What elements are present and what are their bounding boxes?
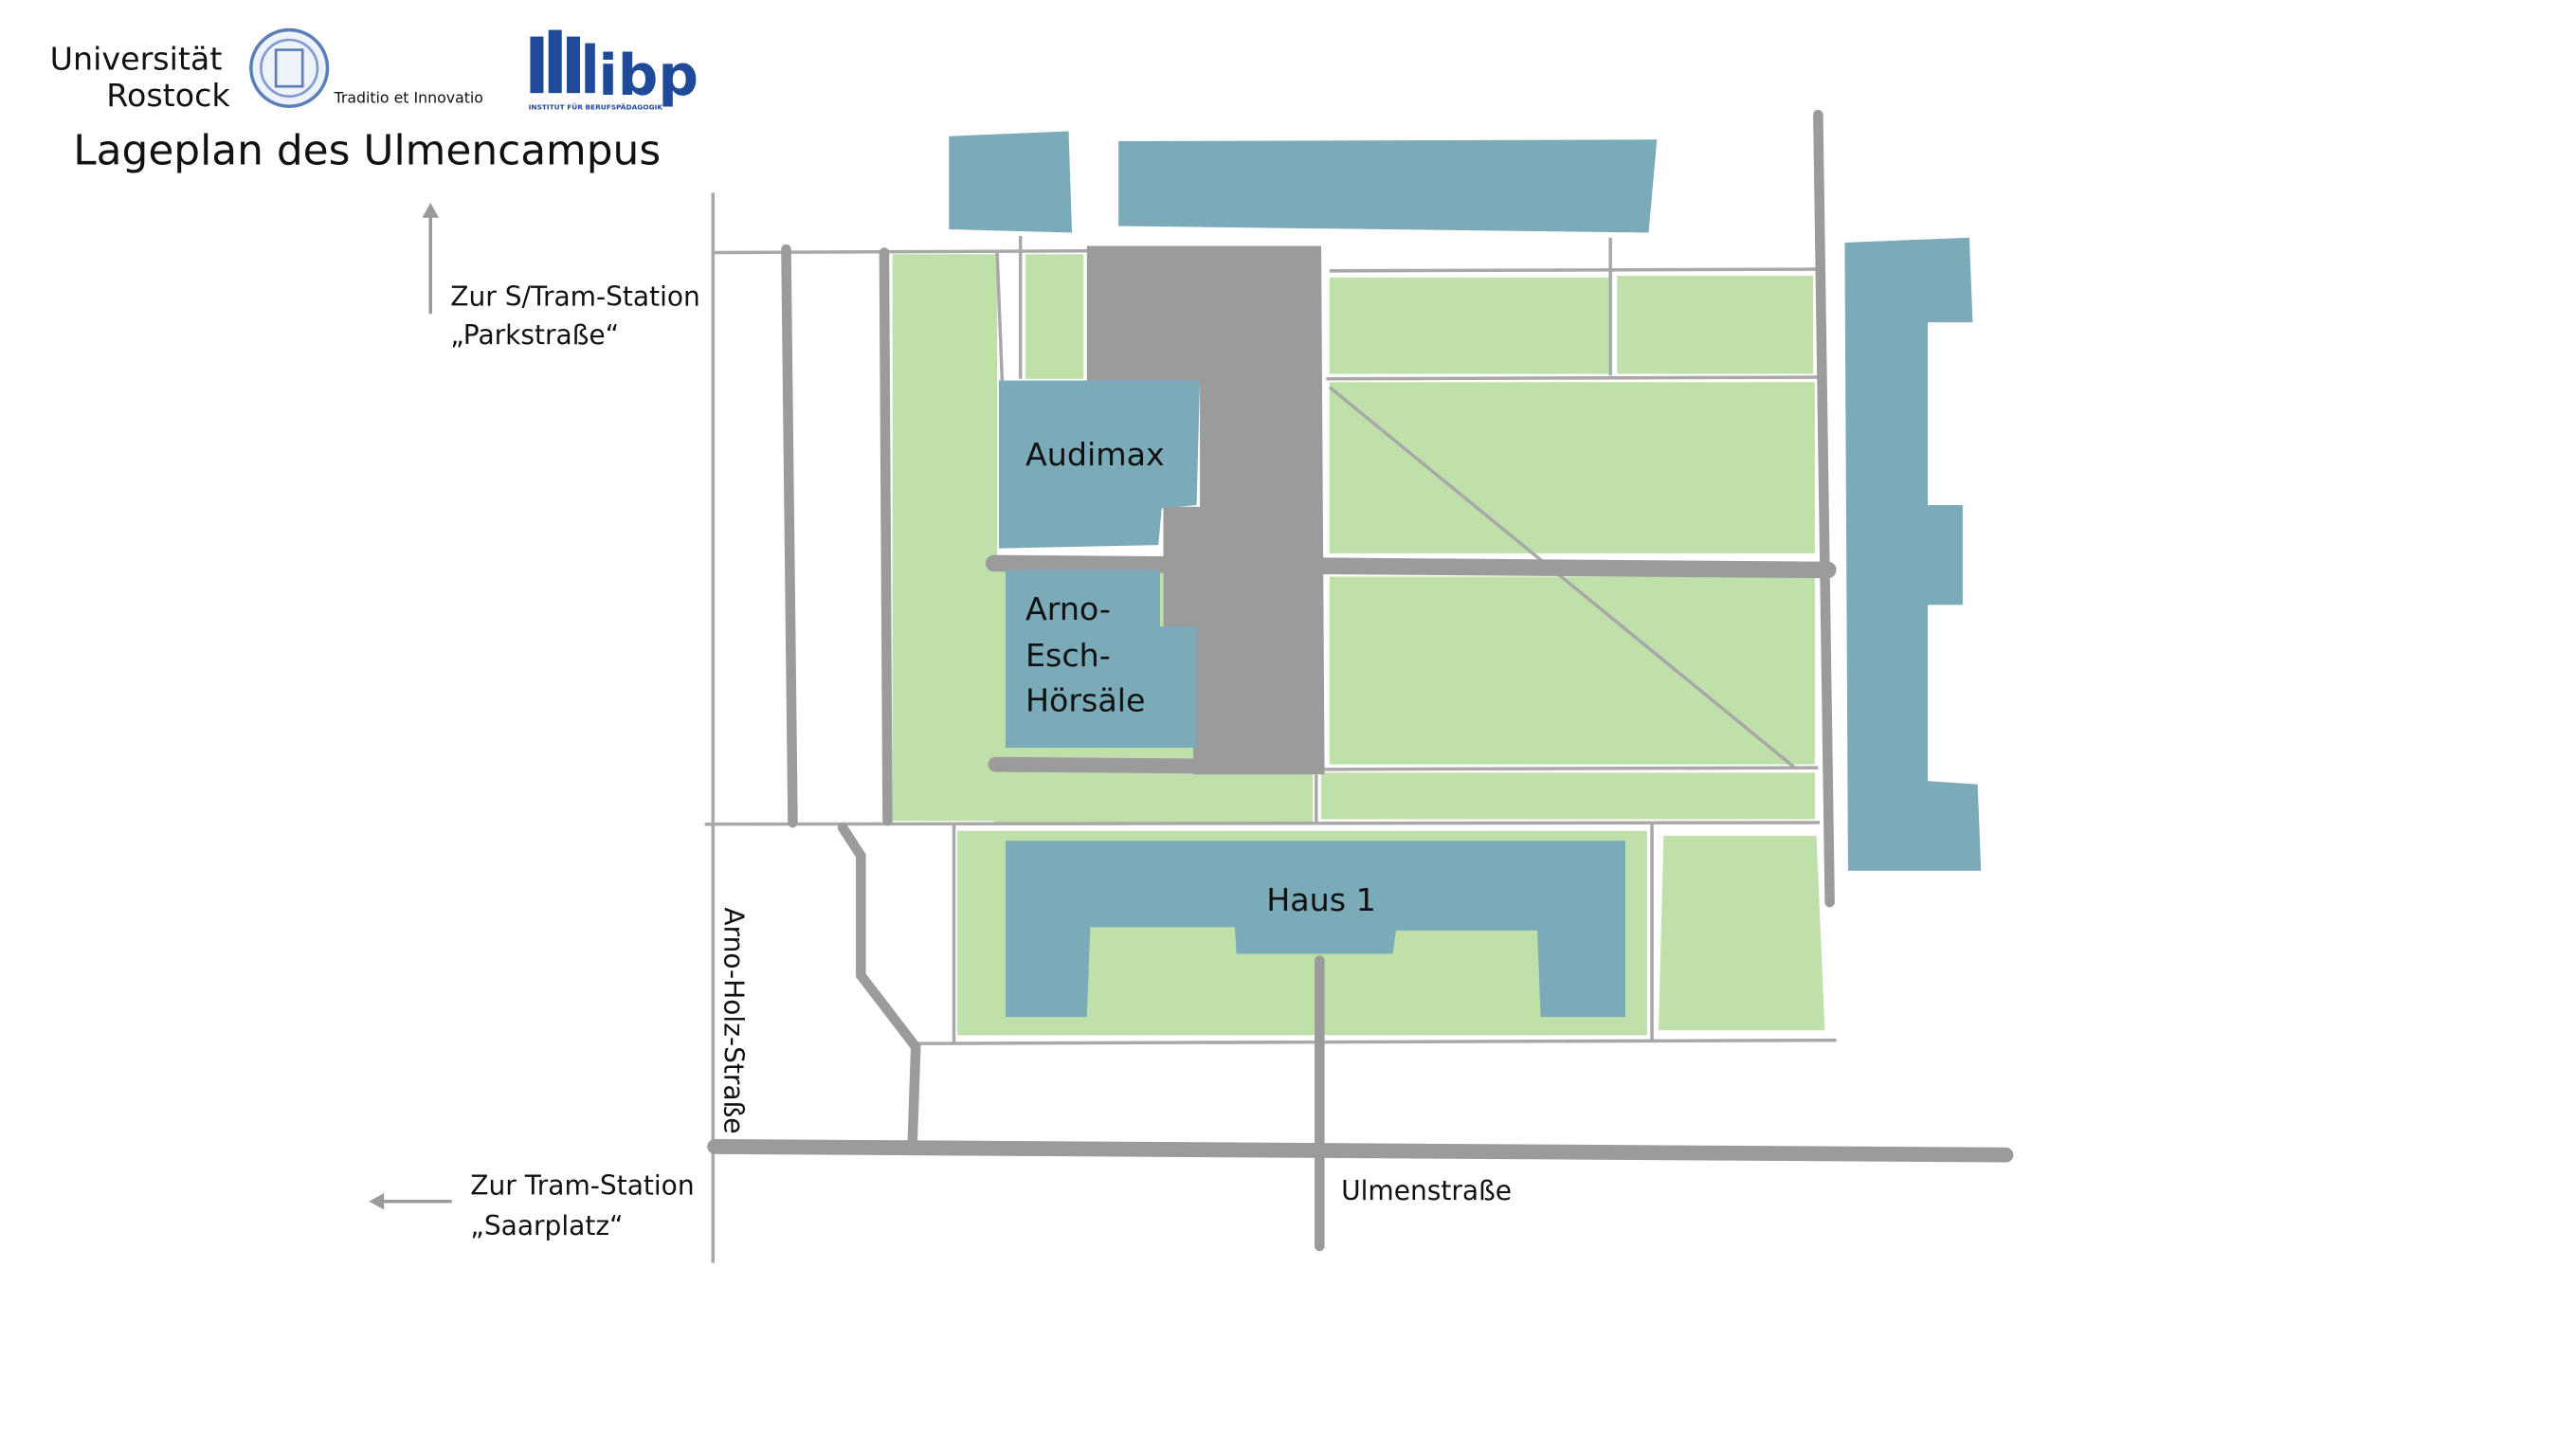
ibp-logo: ibp INSTITUT FÜR BERUFSPÄDAGOGIK xyxy=(529,29,698,112)
direction-north-line2: „Parkstraße“ xyxy=(450,319,619,351)
ibp-subtitle: INSTITUT FÜR BERUFSPÄDAGOGIK xyxy=(529,103,663,112)
arrow-left-icon xyxy=(369,1192,385,1210)
street-arno-holz: Arno-Holz-Straße xyxy=(718,907,750,1133)
motto: Traditio et Innovatio xyxy=(334,89,483,107)
building-audimax xyxy=(998,380,1201,549)
university-name: Universität xyxy=(50,41,223,78)
roads xyxy=(373,109,2014,1252)
label-arno-esch-2: Esch- xyxy=(1025,637,1111,674)
page-title: Lageplan des Ulmencampus xyxy=(73,127,661,175)
label-audimax: Audimax xyxy=(1025,436,1165,473)
building-arno-esch xyxy=(1005,570,1197,749)
university-logo: Universität Rostock Traditio et Innovati… xyxy=(50,27,483,114)
university-city: Rostock xyxy=(106,77,230,114)
label-arno-esch-1: Arno- xyxy=(1025,590,1111,627)
label-haus1: Haus 1 xyxy=(1266,881,1376,918)
direction-north-line1: Zur S/Tram-Station xyxy=(450,281,700,313)
building-haus1 xyxy=(1005,841,1625,1018)
university-seal-icon xyxy=(249,27,330,108)
arrow-up-icon xyxy=(422,202,439,218)
ibp-wordmark: ibp xyxy=(598,44,698,109)
street-ulmen: Ulmenstraße xyxy=(1341,1175,1512,1206)
direction-west-line2: „Saarplatz“ xyxy=(470,1210,623,1241)
footpaths xyxy=(704,192,1837,1263)
label-arno-esch-3: Hörsäle xyxy=(1025,681,1146,718)
buildings xyxy=(949,131,1982,1018)
direction-west-line1: Zur Tram-Station xyxy=(470,1170,694,1202)
